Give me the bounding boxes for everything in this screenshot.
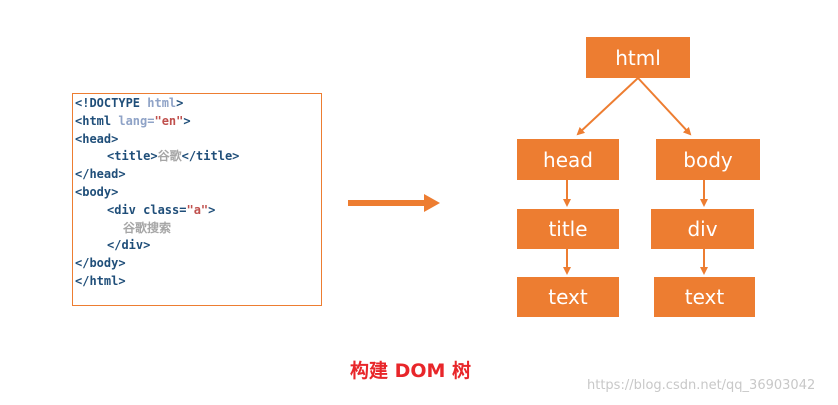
code-line-body-open: <body>: [75, 184, 119, 199]
node-body: body: [656, 139, 760, 180]
code-line-html-close: </html>: [75, 273, 126, 288]
node-div: div: [651, 209, 754, 249]
transform-arrow-icon: [348, 194, 440, 212]
node-head: head: [517, 139, 619, 180]
html-source-code-box: <!DOCTYPE html> <html lang="en"> <head> …: [72, 93, 322, 306]
code-line-div-close: </div>: [107, 238, 151, 253]
edge-html-body: [637, 77, 692, 136]
code-line-doctype: <!DOCTYPE html>: [75, 96, 184, 110]
diagram-caption: 构建 DOM 树: [350, 360, 472, 382]
code-line-head-close: </head>: [75, 167, 126, 182]
code-line-div-text: 谷歌搜索: [123, 220, 172, 235]
node-text-left: text: [517, 277, 619, 317]
code-line-title: <title>谷歌</title>: [107, 149, 240, 164]
code-line-div-open: <div class="a">: [107, 202, 216, 217]
node-title: title: [517, 209, 619, 249]
code-line-head-open: <head>: [75, 131, 119, 146]
watermark-text: https://blog.csdn.net/qq_36903042: [587, 378, 816, 393]
node-html: html: [586, 37, 690, 78]
node-text-right: text: [654, 277, 755, 317]
code-line-html-open: <html lang="en">: [75, 113, 191, 128]
edge-html-head: [576, 77, 639, 136]
code-line-body-close: </body>: [75, 256, 126, 271]
